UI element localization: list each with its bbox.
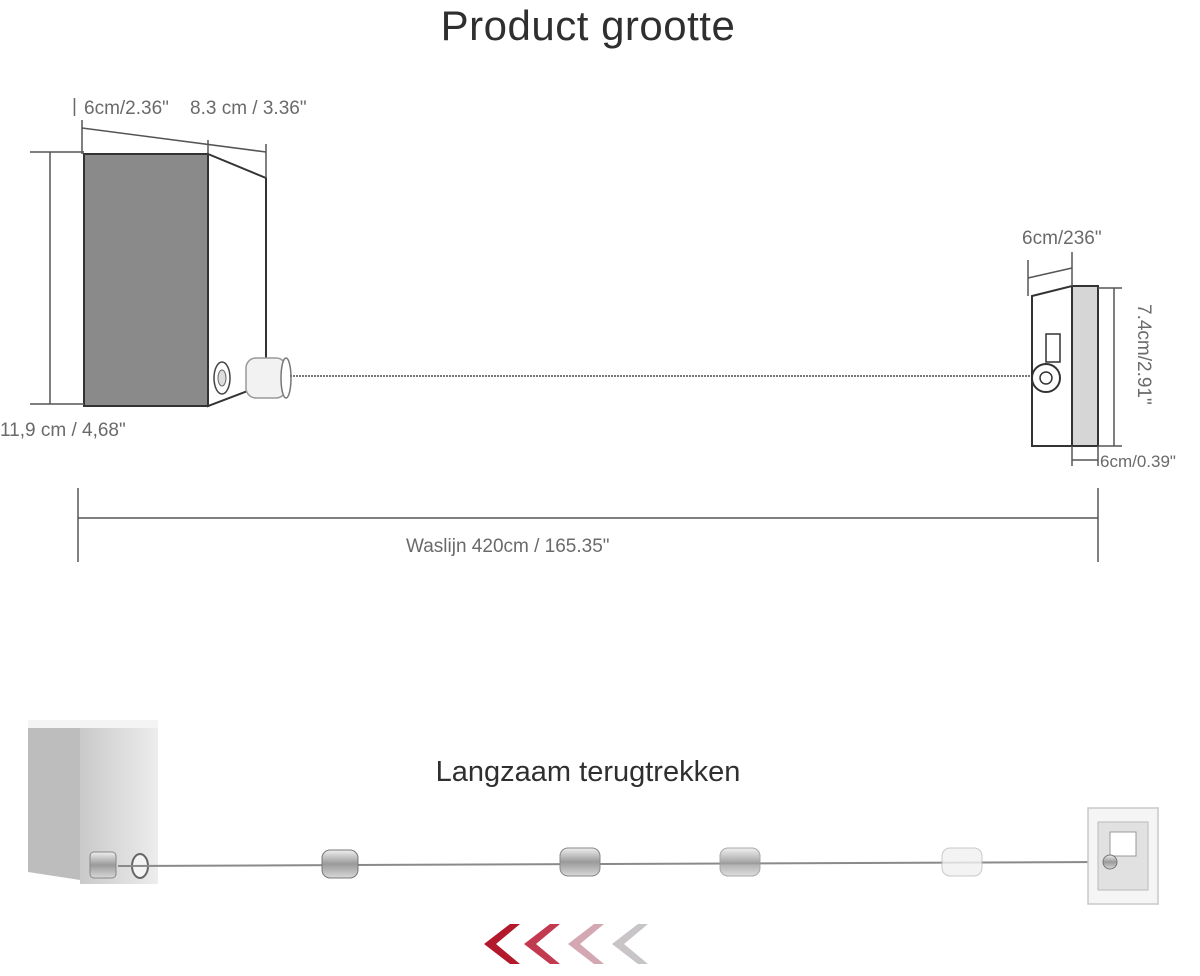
line-knob-1 (321, 849, 359, 879)
dim-main-height: 11,9 cm / 4,68" (0, 420, 126, 441)
page-title: Product grootte (440, 2, 736, 49)
end-bracket-photo (1087, 807, 1159, 905)
retract-arrow-3 (568, 924, 604, 964)
retract-caption: Langzaam terugtrekken (435, 756, 741, 788)
line-knob-4 (941, 847, 983, 877)
end-hook-ring (1031, 363, 1061, 393)
dim-label-prefix: | (72, 96, 77, 117)
dim-main-width: 6cm/2.36" (84, 98, 169, 119)
line-knob-3 (719, 847, 761, 877)
retract-arrow-2 (524, 924, 560, 964)
dim-main-depth: 8.3 cm / 3.36" (190, 98, 307, 119)
dim-line-length-label: Waslijn 420cm / 165.35" (406, 536, 610, 557)
dim-end-thickness: 6cm/0.39" (1100, 452, 1176, 471)
line-knob-2 (559, 847, 601, 877)
dim-end-width: 6cm/236" (1022, 228, 1102, 249)
retract-arrow-4 (612, 924, 648, 964)
housing-front-face (83, 153, 209, 407)
dim-line-top (81, 127, 267, 153)
hook-spool (245, 357, 287, 399)
retract-arrow-1 (484, 924, 520, 964)
retracting-line (117, 861, 1105, 867)
dim-end-height: 7.4cm/2.91" (1133, 304, 1154, 405)
dim-line-end-width (1027, 267, 1073, 279)
end-bracket-plate (1071, 285, 1099, 447)
